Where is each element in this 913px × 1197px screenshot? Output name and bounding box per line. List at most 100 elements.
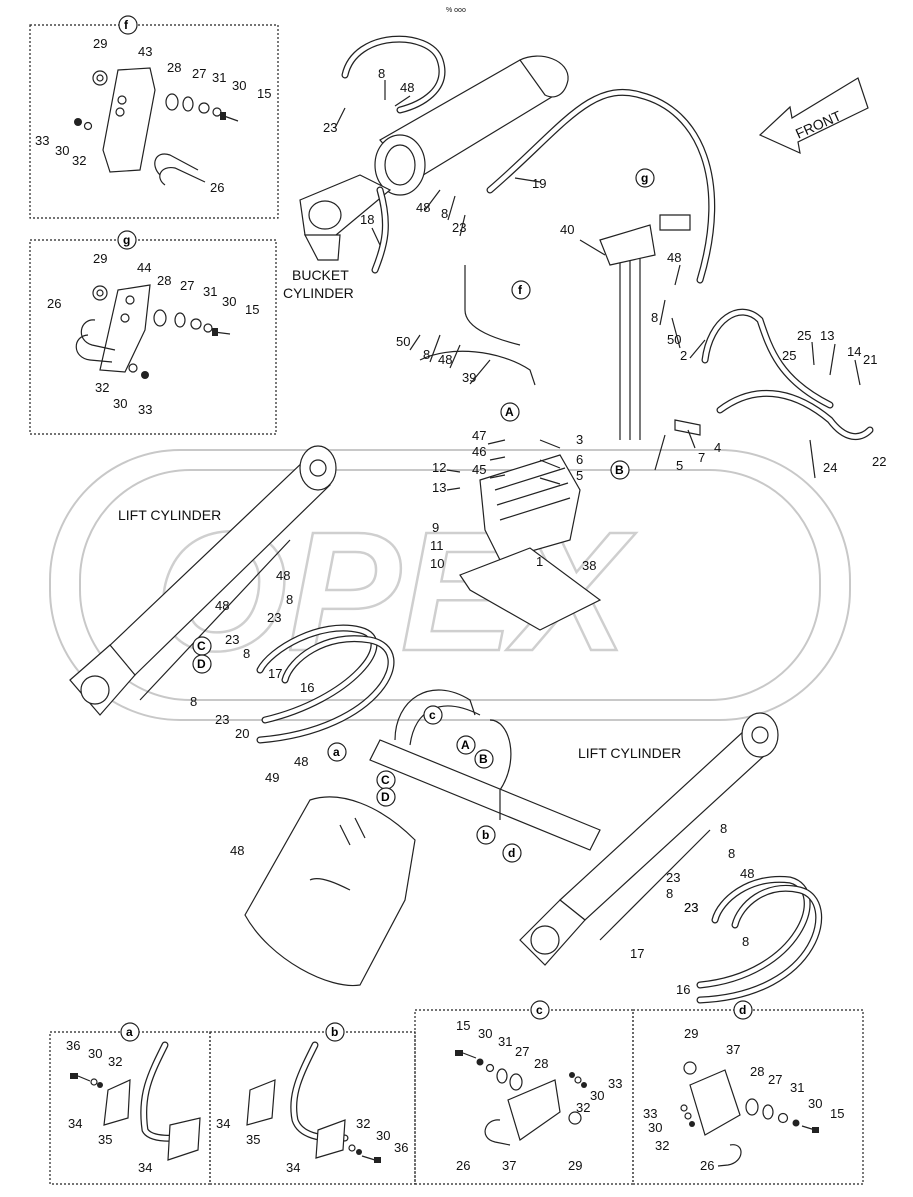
svg-text:5: 5 bbox=[676, 458, 683, 473]
svg-text:f: f bbox=[518, 283, 523, 297]
svg-text:25: 25 bbox=[782, 348, 796, 363]
svg-text:30: 30 bbox=[222, 294, 236, 309]
svg-text:15: 15 bbox=[257, 86, 271, 101]
svg-text:23: 23 bbox=[323, 120, 337, 135]
svg-text:c: c bbox=[536, 1003, 543, 1017]
callout-g: g bbox=[635, 168, 655, 188]
lift-cylinder-left-label: LIFT CYLINDER bbox=[118, 507, 221, 523]
svg-text:B: B bbox=[479, 752, 488, 766]
svg-text:48: 48 bbox=[215, 598, 229, 613]
svg-text:48: 48 bbox=[740, 866, 754, 881]
svg-text:30: 30 bbox=[232, 78, 246, 93]
svg-text:28: 28 bbox=[534, 1056, 548, 1071]
svg-text:13: 13 bbox=[820, 328, 834, 343]
svg-text:23: 23 bbox=[215, 712, 229, 727]
svg-text:35: 35 bbox=[98, 1132, 112, 1147]
svg-text:35: 35 bbox=[246, 1132, 260, 1147]
bucket-hoses bbox=[341, 35, 874, 440]
svg-text:8: 8 bbox=[286, 592, 293, 607]
svg-text:8: 8 bbox=[720, 821, 727, 836]
svg-text:8: 8 bbox=[441, 206, 448, 221]
svg-text:29: 29 bbox=[93, 36, 107, 51]
svg-text:22: 22 bbox=[872, 454, 886, 469]
svg-text:15: 15 bbox=[456, 1018, 470, 1033]
svg-text:33: 33 bbox=[608, 1076, 622, 1091]
lift-hoses-right bbox=[696, 875, 823, 1004]
svg-text:20: 20 bbox=[235, 726, 249, 741]
svg-text:C: C bbox=[197, 639, 206, 653]
top-mark: % ооо bbox=[446, 7, 466, 14]
svg-text:17: 17 bbox=[268, 666, 282, 681]
svg-text:32: 32 bbox=[655, 1138, 669, 1153]
svg-text:g: g bbox=[641, 171, 648, 185]
svg-text:f: f bbox=[124, 18, 129, 32]
svg-text:9: 9 bbox=[432, 520, 439, 535]
callout-D-left: D bbox=[192, 654, 212, 674]
svg-text:30: 30 bbox=[808, 1096, 822, 1111]
svg-text:50: 50 bbox=[667, 332, 681, 347]
svg-text:48: 48 bbox=[276, 568, 290, 583]
svg-text:15: 15 bbox=[830, 1106, 844, 1121]
svg-text:34: 34 bbox=[286, 1160, 300, 1175]
lift-cylinder-left bbox=[69, 445, 337, 716]
svg-text:27: 27 bbox=[768, 1072, 782, 1087]
callout-c: c bbox=[423, 705, 443, 725]
svg-text:23: 23 bbox=[684, 900, 698, 915]
svg-text:D: D bbox=[381, 790, 390, 804]
svg-text:14: 14 bbox=[847, 344, 861, 359]
svg-text:48: 48 bbox=[400, 80, 414, 95]
svg-text:29: 29 bbox=[684, 1026, 698, 1041]
svg-text:31: 31 bbox=[203, 284, 217, 299]
leader-lines bbox=[334, 80, 861, 491]
cross-tube bbox=[369, 689, 601, 851]
svg-text:24: 24 bbox=[823, 460, 837, 475]
svg-text:23: 23 bbox=[684, 900, 698, 915]
inset-f-letter: f bbox=[118, 15, 138, 35]
svg-text:29: 29 bbox=[93, 251, 107, 266]
callout-D-mid: D bbox=[376, 787, 396, 807]
watermark: OPEX bbox=[49, 449, 851, 721]
svg-text:34: 34 bbox=[68, 1116, 82, 1131]
svg-text:4: 4 bbox=[714, 440, 721, 455]
callout-A-top: A bbox=[500, 402, 520, 422]
svg-text:48: 48 bbox=[667, 250, 681, 265]
lift-cylinder-right-label: LIFT CYLINDER bbox=[578, 745, 681, 761]
lift-hoses-left bbox=[256, 624, 395, 744]
svg-text:b: b bbox=[331, 1025, 338, 1039]
svg-text:27: 27 bbox=[180, 278, 194, 293]
svg-text:32: 32 bbox=[108, 1054, 122, 1069]
svg-text:5: 5 bbox=[576, 468, 583, 483]
svg-text:48: 48 bbox=[294, 754, 308, 769]
svg-text:33: 33 bbox=[138, 402, 152, 417]
svg-text:a: a bbox=[333, 745, 340, 759]
svg-text:23: 23 bbox=[267, 610, 281, 625]
svg-text:8: 8 bbox=[243, 646, 250, 661]
svg-text:49: 49 bbox=[265, 770, 279, 785]
callout-C-mid: C bbox=[376, 770, 396, 790]
svg-text:40: 40 bbox=[560, 222, 574, 237]
svg-text:30: 30 bbox=[478, 1026, 492, 1041]
svg-text:47: 47 bbox=[472, 428, 486, 443]
cover-plate bbox=[244, 796, 416, 987]
svg-text:8: 8 bbox=[666, 886, 673, 901]
svg-text:16: 16 bbox=[300, 680, 314, 695]
svg-text:44: 44 bbox=[137, 260, 151, 275]
svg-text:19: 19 bbox=[532, 176, 546, 191]
svg-text:6: 6 bbox=[576, 452, 583, 467]
svg-text:g: g bbox=[123, 233, 130, 247]
svg-text:10: 10 bbox=[430, 556, 444, 571]
bucket-cylinder-label-2: CYLINDER bbox=[283, 285, 354, 301]
svg-text:31: 31 bbox=[212, 70, 226, 85]
svg-text:48: 48 bbox=[416, 200, 430, 215]
svg-text:30: 30 bbox=[648, 1120, 662, 1135]
bucket-cylinder-label-1: BUCKET bbox=[292, 267, 349, 283]
inset-g-letter: g bbox=[117, 230, 137, 250]
front-arrow: FRONT bbox=[758, 77, 869, 155]
svg-text:23: 23 bbox=[452, 220, 466, 235]
lift-cylinder-right bbox=[519, 712, 779, 966]
